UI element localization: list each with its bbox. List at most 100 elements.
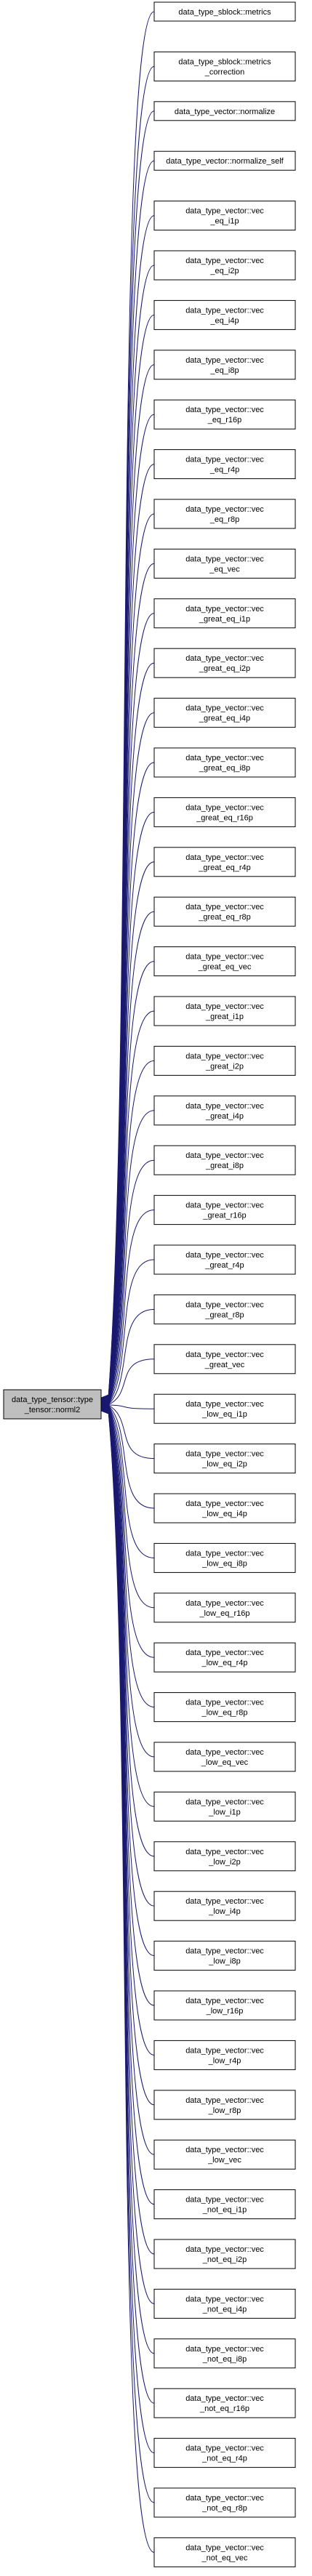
caller-node-label-line: _great_i4p (205, 1112, 244, 1121)
caller-node-label-line: _great_vec (204, 1361, 245, 1369)
caller-node-label-line: data_type_vector::vec (185, 1202, 264, 1210)
caller-node[interactable]: data_type_vector::normalize_self (153, 150, 296, 171)
caller-node[interactable]: data_type_vector::vec_low_r4p (153, 2040, 296, 2070)
caller-node[interactable]: data_type_vector::vec_not_eq_i2p (153, 2239, 296, 2269)
caller-node-box (153, 399, 296, 430)
caller-node[interactable]: data_type_vector::vec_eq_vec (153, 548, 296, 579)
caller-node[interactable]: data_type_vector::vec_not_eq_i8p (153, 2338, 296, 2369)
caller-node[interactable]: data_type_vector::vec_great_r4p (153, 1244, 296, 1275)
arrow-head (100, 1407, 109, 1414)
caller-node-label-line: data_type_vector::vec (185, 1897, 264, 1906)
caller-node[interactable]: data_type_vector::vec_low_eq_r4p (153, 1642, 296, 1673)
caller-node[interactable]: data_type_vector::vec_not_eq_i4p (153, 2288, 296, 2319)
caller-node[interactable]: data_type_vector::vec_great_i8p (153, 1145, 296, 1175)
caller-node[interactable]: data_type_vector::vec_great_eq_r8p (153, 896, 296, 927)
caller-node-box (153, 250, 296, 281)
call-edge (108, 1110, 155, 1404)
call-edge (108, 861, 155, 1403)
caller-node-label-line: _great_r16p (202, 1212, 246, 1220)
caller-node-label-line: data_type_vector::normalize_self (166, 157, 284, 166)
caller-node[interactable]: data_type_vector::vec_not_eq_i1p (153, 2189, 296, 2220)
caller-node-box (153, 299, 296, 330)
caller-node[interactable]: data_type_vector::normalize (153, 101, 296, 121)
caller-node[interactable]: data_type_vector::vec_low_r16p (153, 1990, 296, 2021)
caller-node[interactable]: data_type_vector::vec_eq_r4p (153, 449, 296, 480)
caller-node[interactable]: data_type_vector::vec_low_vec (153, 2139, 296, 2170)
caller-node[interactable]: data_type_vector::vec_not_eq_vec (153, 2537, 296, 2567)
caller-node[interactable]: data_type_vector::vec_great_i4p (153, 1095, 296, 1126)
caller-node-label-line: data_type_vector::vec (185, 2146, 264, 2154)
caller-node[interactable]: data_type_vector::vec_low_i1p (153, 1791, 296, 1822)
caller-node-box (153, 1095, 296, 1126)
caller-node-label-line: _great_eq_i2p (199, 664, 250, 673)
caller-node-label-line: data_type_vector::vec (185, 1102, 264, 1111)
caller-node[interactable]: data_type_vector::vec_low_i8p (153, 1941, 296, 1971)
caller-node[interactable]: data_type_vector::vec_great_r8p (153, 1294, 296, 1324)
caller-node-label-line: _low_eq_i8p (201, 1559, 247, 1568)
caller-node[interactable]: data_type_vector::vec_low_eq_i1p (153, 1393, 296, 1424)
caller-node-label-line: data_type_vector::vec (185, 2494, 264, 2503)
caller-node[interactable]: data_type_vector::vec_low_eq_i4p (153, 1493, 296, 1524)
caller-node[interactable]: data_type_vector::vec_eq_i2p (153, 250, 296, 281)
caller-node-label-line: _eq_i1p (209, 217, 239, 226)
caller-node[interactable]: data_type_vector::vec_great_eq_r4p (153, 847, 296, 877)
caller-node[interactable]: data_type_vector::vec_low_i4p (153, 1891, 296, 1921)
caller-node[interactable]: data_type_vector::vec_not_eq_r8p (153, 2487, 296, 2518)
caller-node-label-line: data_type_vector::vec (185, 2046, 264, 2055)
call-edge (108, 1408, 155, 2056)
caller-node[interactable]: data_type_vector::vec_not_eq_r16p (153, 2388, 296, 2418)
call-edge (108, 1259, 155, 1405)
caller-node[interactable]: data_type_vector::vec_great_i2p (153, 1045, 296, 1076)
caller-node[interactable]: data_type_vector::vec_low_r8p (153, 2090, 296, 2120)
caller-node-box (153, 1393, 296, 1424)
call-edge (108, 1407, 155, 1907)
call-edge (108, 1405, 155, 1509)
caller-node-label-line: data_type_vector::vec (185, 2245, 264, 2254)
caller-node[interactable]: data_type_vector::vec_low_i2p (153, 1841, 296, 1872)
caller-node-label-line: _low_eq_i4p (201, 1510, 247, 1518)
caller-node-label-line: _low_vec (207, 2156, 241, 2165)
caller-node[interactable]: data_type_vector::vec_great_r16p (153, 1195, 296, 1225)
caller-node-label-line: _eq_r4p (209, 466, 239, 475)
caller-node[interactable]: data_type_vector::vec_low_eq_vec (153, 1742, 296, 1772)
caller-node[interactable]: data_type_vector::vec_low_eq_i8p (153, 1542, 296, 1573)
caller-node[interactable]: data_type_vector::vec_eq_r16p (153, 399, 296, 430)
call-edge (108, 1060, 155, 1404)
caller-node-label-line: _low_r8p (208, 2106, 241, 2115)
caller-node-box (153, 797, 296, 827)
caller-node[interactable]: data_type_vector::vec_eq_i8p (153, 350, 296, 380)
caller-node-box (153, 996, 296, 1026)
caller-node[interactable]: data_type_vector::vec_great_i1p (153, 996, 296, 1026)
caller-node[interactable]: data_type_sblock::metrics_correction (153, 51, 296, 81)
caller-node[interactable]: data_type_vector::vec_eq_i1p (153, 201, 296, 231)
caller-node[interactable]: data_type_vector::vec_not_eq_r4p (153, 2438, 296, 2468)
call-edge (108, 1408, 155, 2106)
call-edge (108, 1406, 155, 1857)
caller-node[interactable]: data_type_vector::vec_low_eq_i2p (153, 1444, 296, 1474)
caller-node-box (153, 499, 296, 529)
caller-node[interactable]: data_type_vector::vec_great_eq_i8p (153, 747, 296, 778)
caller-node-label-line: data_type_vector::vec (185, 1002, 264, 1011)
source-node[interactable]: data_type_tensor::type_tensor::norml2 (3, 1389, 102, 1420)
caller-node[interactable]: data_type_vector::vec_great_eq_i4p (153, 698, 296, 728)
caller-node[interactable]: data_type_vector::vec_great_eq_vec (153, 946, 296, 977)
caller-node[interactable]: data_type_vector::vec_great_eq_i2p (153, 648, 296, 678)
call-edge (108, 1409, 155, 2255)
caller-node-box (153, 2537, 296, 2567)
caller-node[interactable]: data_type_vector::vec_great_eq_r16p (153, 797, 296, 827)
caller-node[interactable]: data_type_vector::vec_great_vec (153, 1344, 296, 1374)
caller-node-box (153, 847, 296, 877)
caller-node-box (153, 2189, 296, 2220)
caller-node-label-line: _great_i8p (205, 1162, 244, 1170)
caller-node-label-line: data_type_vector::vec (185, 406, 264, 414)
caller-node[interactable]: data_type_vector::vec_great_eq_i1p (153, 598, 296, 629)
caller-node[interactable]: data_type_vector::vec_eq_i4p (153, 299, 296, 330)
caller-node[interactable]: data_type_vector::vec_low_eq_r16p (153, 1593, 296, 1623)
call-edge (108, 1406, 155, 1609)
caller-node-box (153, 1195, 296, 1225)
caller-node[interactable]: data_type_vector::vec_low_eq_r8p (153, 1692, 296, 1723)
call-edge (108, 1406, 155, 1658)
caller-node[interactable]: data_type_sblock::metrics (153, 1, 296, 22)
caller-node[interactable]: data_type_vector::vec_eq_r8p (153, 499, 296, 529)
